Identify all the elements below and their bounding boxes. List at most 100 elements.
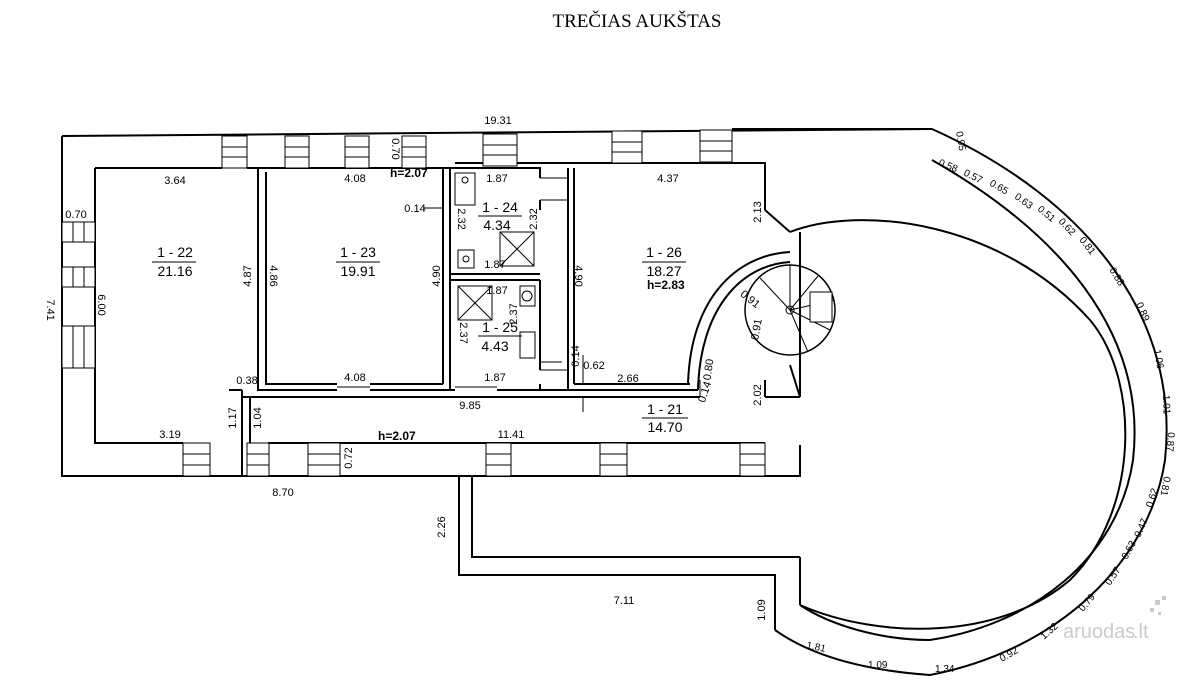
svg-text:1.34: 1.34 bbox=[935, 664, 955, 675]
room-1-26: 1 - 26 18.27 bbox=[642, 244, 686, 279]
svg-text:0.14: 0.14 bbox=[570, 345, 582, 366]
svg-text:2.66: 2.66 bbox=[617, 373, 638, 385]
svg-text:1.87: 1.87 bbox=[484, 259, 505, 271]
svg-text:7.41: 7.41 bbox=[44, 299, 56, 320]
height-labels: h=2.07 h=2.83 h=2.07 bbox=[378, 166, 685, 443]
svg-text:4.90: 4.90 bbox=[572, 265, 584, 286]
balcony bbox=[458, 476, 800, 590]
left-windows bbox=[61, 221, 96, 369]
svg-text:1.87: 1.87 bbox=[486, 173, 507, 185]
svg-text:0.89: 0.89 bbox=[1133, 301, 1151, 324]
svg-text:0.81: 0.81 bbox=[1077, 235, 1098, 257]
svg-text:2.32: 2.32 bbox=[528, 208, 540, 229]
height-label: h=2.83 bbox=[647, 278, 685, 292]
svg-text:4.43: 4.43 bbox=[481, 338, 508, 354]
svg-text:0.91: 0.91 bbox=[738, 288, 762, 311]
svg-text:14.70: 14.70 bbox=[647, 419, 682, 435]
top-windows bbox=[221, 129, 733, 169]
svg-text:0.92: 0.92 bbox=[998, 645, 1021, 664]
svg-text:0.62: 0.62 bbox=[1056, 216, 1078, 238]
svg-text:0.70: 0.70 bbox=[389, 138, 401, 159]
svg-text:0.63: 0.63 bbox=[1012, 192, 1035, 213]
svg-text:21.16: 21.16 bbox=[157, 263, 192, 279]
room-1-24: 1 - 24 4.34 bbox=[478, 199, 522, 233]
cube-icon bbox=[1150, 596, 1166, 615]
room-1-21: 1 - 21 14.70 bbox=[642, 401, 688, 435]
svg-text:0.81: 0.81 bbox=[1158, 475, 1172, 497]
svg-text:1 - 24: 1 - 24 bbox=[482, 199, 518, 215]
svg-text:0.57: 0.57 bbox=[962, 168, 985, 187]
svg-text:4.34: 4.34 bbox=[483, 217, 510, 233]
svg-text:0.57: 0.57 bbox=[1103, 565, 1123, 588]
bottom-windows bbox=[182, 442, 766, 477]
svg-text:2.13: 2.13 bbox=[752, 201, 764, 222]
height-label: h=2.07 bbox=[390, 166, 428, 180]
watermark-brand: aruodas bbox=[1063, 621, 1135, 643]
svg-text:4.08: 4.08 bbox=[344, 372, 365, 384]
room-1-22: 1 - 22 21.16 bbox=[152, 244, 196, 279]
svg-text:0.58: 0.58 bbox=[937, 158, 960, 176]
svg-text:19.91: 19.91 bbox=[340, 263, 375, 279]
svg-text:0.80: 0.80 bbox=[702, 358, 717, 381]
watermark-tld: .lt bbox=[1133, 621, 1149, 643]
svg-text:0.70: 0.70 bbox=[65, 209, 86, 221]
svg-text:1 - 22: 1 - 22 bbox=[157, 244, 193, 260]
svg-text:0.87: 0.87 bbox=[1164, 432, 1176, 453]
svg-text:1.87: 1.87 bbox=[486, 285, 507, 297]
svg-text:2.02: 2.02 bbox=[752, 384, 764, 405]
svg-text:2.37: 2.37 bbox=[457, 322, 469, 343]
svg-text:0.51: 0.51 bbox=[1035, 204, 1057, 225]
svg-text:19.31: 19.31 bbox=[484, 115, 512, 127]
svg-text:0.95: 0.95 bbox=[953, 131, 967, 153]
svg-text:0.91: 0.91 bbox=[749, 318, 765, 341]
svg-text:1.09: 1.09 bbox=[756, 599, 768, 620]
bathroom-fixtures bbox=[454, 172, 536, 359]
svg-text:0.38: 0.38 bbox=[236, 375, 257, 387]
svg-text:1.81: 1.81 bbox=[805, 640, 827, 655]
svg-text:1 - 25: 1 - 25 bbox=[482, 319, 518, 335]
svg-text:0.65: 0.65 bbox=[988, 178, 1011, 197]
dimension-labels: 19.31 7.41 6.00 0.70 3.64 3.19 4.87 4.86… bbox=[44, 115, 768, 621]
svg-text:1.06: 1.06 bbox=[1151, 349, 1165, 371]
svg-text:0.62: 0.62 bbox=[1144, 487, 1161, 509]
svg-text:1.01: 1.01 bbox=[1160, 395, 1172, 415]
svg-text:8.70: 8.70 bbox=[272, 487, 293, 499]
svg-text:9.85: 9.85 bbox=[459, 400, 480, 412]
outer-walls bbox=[61, 128, 933, 477]
svg-text:0.79: 0.79 bbox=[1077, 592, 1098, 614]
svg-text:1.32: 1.32 bbox=[1039, 621, 1061, 642]
svg-text:4.87: 4.87 bbox=[242, 265, 254, 286]
svg-text:4.08: 4.08 bbox=[344, 173, 365, 185]
svg-text:2.32: 2.32 bbox=[455, 208, 467, 229]
svg-text:0.63: 0.63 bbox=[1120, 539, 1139, 562]
svg-text:3.19: 3.19 bbox=[159, 429, 180, 441]
arc-segment-labels: 0.95 0.58 0.57 0.65 0.63 0.51 0.62 0.81 … bbox=[805, 131, 1176, 675]
svg-text:2.26: 2.26 bbox=[436, 516, 448, 537]
svg-text:0.62: 0.62 bbox=[583, 360, 604, 372]
svg-text:1 - 21: 1 - 21 bbox=[647, 401, 683, 417]
spiral-staircase bbox=[687, 251, 836, 398]
svg-text:1.17: 1.17 bbox=[227, 407, 239, 428]
svg-text:1 - 26: 1 - 26 bbox=[646, 244, 682, 260]
page-title: TREČIAS AUKŠTAS bbox=[553, 10, 722, 32]
height-label: h=2.07 bbox=[378, 429, 416, 443]
terrace-arc bbox=[774, 128, 1168, 677]
svg-text:4.86: 4.86 bbox=[267, 265, 279, 286]
svg-text:1.04: 1.04 bbox=[252, 407, 264, 428]
svg-text:0.72: 0.72 bbox=[343, 447, 355, 468]
svg-text:1 - 23: 1 - 23 bbox=[340, 244, 376, 260]
svg-text:0.47: 0.47 bbox=[1133, 517, 1151, 540]
room-1-23: 1 - 23 19.91 bbox=[336, 244, 380, 279]
svg-text:4.90: 4.90 bbox=[431, 265, 443, 286]
svg-text:11.41: 11.41 bbox=[498, 429, 525, 441]
svg-text:6.00: 6.00 bbox=[95, 294, 107, 315]
svg-text:2.37: 2.37 bbox=[508, 303, 520, 324]
room-labels: 1 - 22 21.16 1 - 23 19.91 1 - 24 4.34 1 … bbox=[152, 199, 688, 435]
svg-text:3.64: 3.64 bbox=[164, 175, 185, 187]
interior-walls bbox=[229, 167, 801, 476]
svg-text:18.27: 18.27 bbox=[646, 263, 681, 279]
svg-text:1.87: 1.87 bbox=[484, 372, 505, 384]
svg-text:0.14: 0.14 bbox=[404, 203, 425, 215]
svg-text:1.09: 1.09 bbox=[868, 660, 888, 671]
